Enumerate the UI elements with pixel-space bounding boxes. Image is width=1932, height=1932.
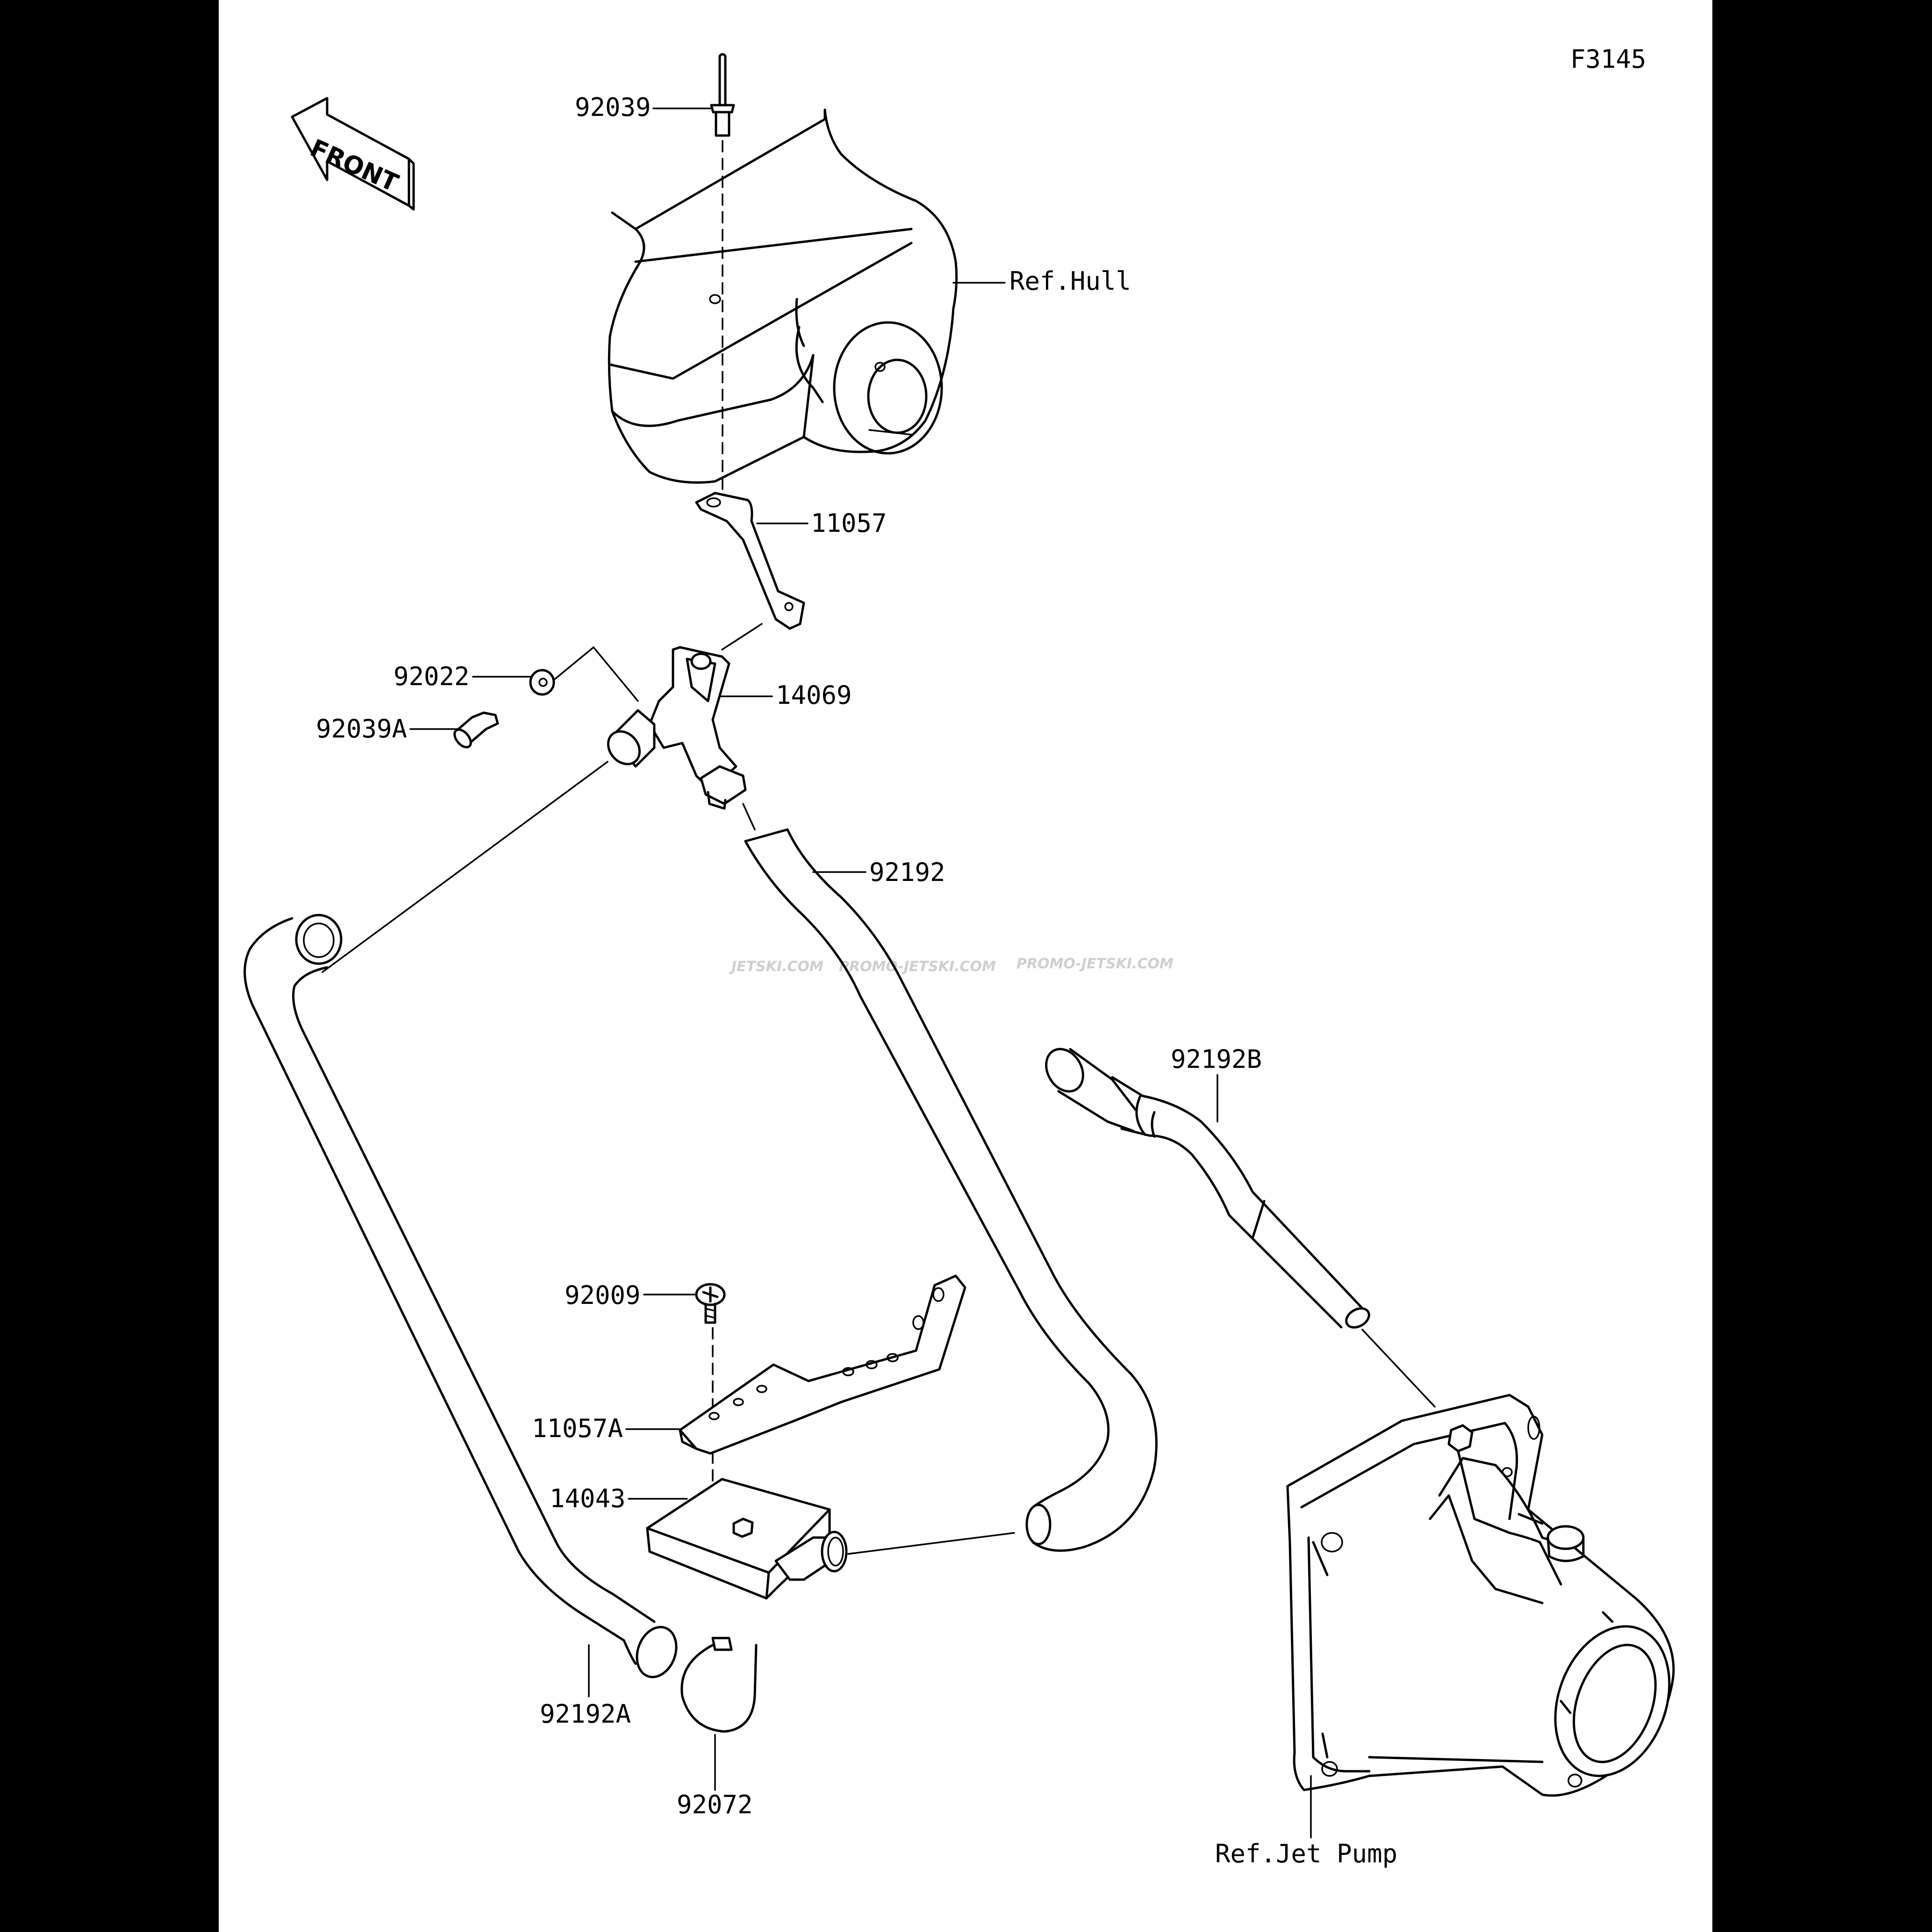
clamp-92072 xyxy=(680,1637,758,1733)
label-ref-jet-pump: Ref.Jet Pump xyxy=(1215,1775,1397,1868)
label-14069-text: 14069 xyxy=(776,680,852,710)
label-11057A: 11057A xyxy=(532,1414,681,1443)
leader-washer-to-connector xyxy=(553,646,639,702)
label-92192: 92192 xyxy=(812,858,945,887)
label-92039: 92039 xyxy=(575,93,712,122)
figure-id: F3145 xyxy=(1570,44,1646,74)
label-92192A: 92192A xyxy=(540,1644,631,1729)
label-14043: 14043 xyxy=(550,1484,688,1513)
label-92072: 92072 xyxy=(677,1734,753,1819)
label-92192B-text: 92192B xyxy=(1171,1045,1262,1074)
label-92039-text: 92039 xyxy=(575,93,651,122)
jet-pump-reference xyxy=(1286,1394,1675,1797)
watermark-2: PROMO-JETSKI.COM xyxy=(839,959,996,975)
label-92022-text: 92022 xyxy=(394,662,470,691)
label-92009: 92009 xyxy=(565,1281,697,1310)
screw-92009 xyxy=(695,1283,726,1324)
label-14043-text: 14043 xyxy=(550,1484,626,1513)
label-92039A-text: 92039A xyxy=(316,714,407,744)
hose-92192 xyxy=(744,828,1158,1552)
label-92009-text: 92009 xyxy=(565,1281,641,1310)
label-ref-hull: Ref.Hull xyxy=(952,266,1131,296)
watermark: JETSKI.COM PROMO-JETSKI.COM PROMO-JETSKI… xyxy=(729,956,1174,975)
leader-filter-to-hose xyxy=(847,1532,1015,1555)
label-ref-hull-text: Ref.Hull xyxy=(1009,266,1131,296)
connector-14069 xyxy=(607,646,747,810)
leader-hose-92192A-connector xyxy=(322,761,608,973)
label-92192A-text: 92192A xyxy=(540,1699,631,1729)
washer-92022 xyxy=(529,669,555,696)
label-92192-text: 92192 xyxy=(869,858,945,887)
label-11057-text: 11057 xyxy=(811,508,887,538)
label-92039A: 92039A xyxy=(316,714,461,744)
hull-reference xyxy=(608,108,958,484)
label-92192B: 92192B xyxy=(1171,1045,1262,1123)
front-arrow: FRONT xyxy=(291,97,415,211)
pin-92039A xyxy=(453,711,499,749)
leader-hose-92192-connector xyxy=(742,803,756,830)
label-ref-jet-pump-text: Ref.Jet Pump xyxy=(1215,1839,1397,1868)
watermark-1: JETSKI.COM xyxy=(729,959,823,975)
diagram-sheet xyxy=(219,0,1712,1932)
label-92022: 92022 xyxy=(394,662,531,691)
label-92072-text: 92072 xyxy=(677,1790,753,1819)
bracket-11057A xyxy=(679,1274,966,1455)
label-11057A-text: 11057A xyxy=(532,1414,623,1443)
bracket-11057 xyxy=(695,492,805,630)
label-11057: 11057 xyxy=(756,508,887,538)
watermark-3: PROMO-JETSKI.COM xyxy=(1016,956,1174,972)
label-14069: 14069 xyxy=(719,680,852,710)
hose-92192A xyxy=(243,914,678,1678)
hose-92192B xyxy=(1045,1048,1370,1329)
filter-14043 xyxy=(646,1478,848,1600)
leader-92192B-to-pump xyxy=(1361,1329,1436,1408)
rivet-92039 xyxy=(710,53,735,137)
leader-14069-to-11057 xyxy=(721,623,763,651)
